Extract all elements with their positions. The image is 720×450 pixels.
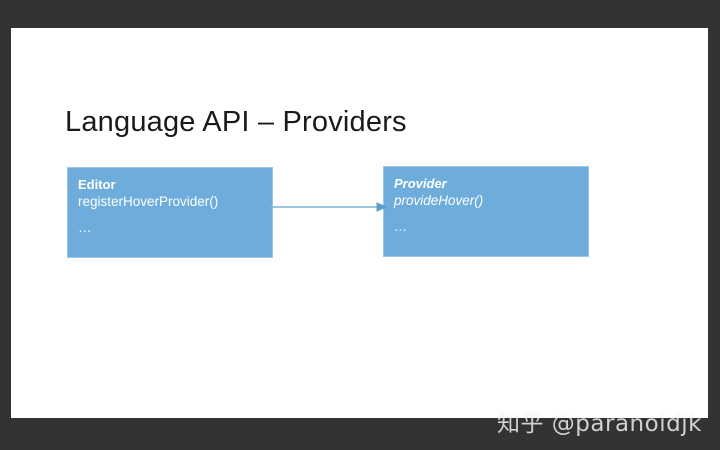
node-title: Editor: [78, 177, 116, 192]
node-method: provideHover(): [394, 193, 484, 208]
diagram-node-editor[interactable]: Editor registerHoverProvider() …: [67, 167, 273, 258]
arrow-icon: [269, 202, 388, 212]
page-title: Language API – Providers: [65, 106, 407, 139]
node-method: registerHoverProvider(): [78, 194, 219, 209]
slide-canvas: Language API – Providers Editor register…: [11, 28, 708, 418]
node-title: Provider: [394, 176, 447, 191]
watermark: 知乎 @paranoidjk: [497, 411, 702, 437]
node-ellipsis: …: [394, 219, 408, 234]
diagram-node-provider[interactable]: Provider provideHover() …: [383, 166, 589, 257]
diagram-canvas: Editor registerHoverProvider() … Provide…: [11, 28, 708, 418]
node-ellipsis: …: [78, 220, 92, 235]
